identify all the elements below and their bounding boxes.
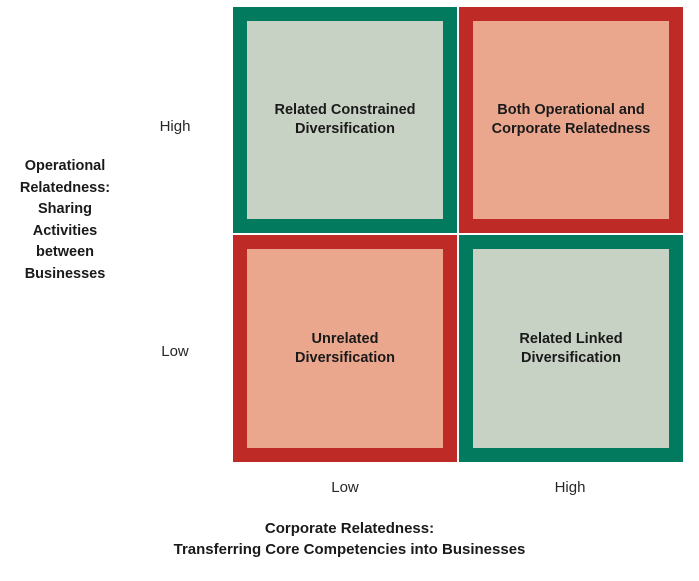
quadrant-label-line-1: Related Linked bbox=[519, 330, 623, 347]
y-axis-tick-high: High bbox=[159, 118, 191, 135]
quadrant-label-line-2: Corporate Relatedness bbox=[491, 121, 651, 137]
quadrant-label: Related Constrained Diversification bbox=[267, 101, 424, 139]
y-axis-title-line-3: Sharing bbox=[38, 201, 92, 217]
quadrant-label-line-2: Diversification bbox=[295, 349, 395, 366]
y-axis-title-line-5: between bbox=[35, 244, 94, 260]
quadrant-label-line-2: Diversification bbox=[295, 121, 395, 137]
quadrant-both-operational-and-corporate-relatedness[interactable]: Both Operational and Corporate Relatedne… bbox=[459, 7, 683, 233]
quadrant-related-constrained-diversification[interactable]: Related Constrained Diversification bbox=[233, 7, 457, 233]
quadrant-label-line-1: Both Operational and bbox=[497, 102, 645, 118]
x-axis-title: Corporate Relatedness: Transferring Core… bbox=[0, 518, 699, 560]
quadrant-label-line-1: Related Constrained bbox=[274, 102, 416, 118]
x-axis-title-line-1: Corporate Relatedness: bbox=[264, 520, 435, 537]
matrix-grid: Related Constrained Diversification Both… bbox=[233, 7, 683, 462]
y-axis-title-line-1: Operational bbox=[24, 158, 106, 174]
x-axis-tick-low: Low bbox=[331, 479, 359, 496]
y-axis-title: Operational Relatedness: Sharing Activit… bbox=[0, 156, 130, 285]
quadrant-label: Both Operational and Corporate Relatedne… bbox=[484, 101, 659, 139]
quadrant-label: Related Linked Diversification bbox=[511, 330, 630, 368]
y-axis-tick-low: Low bbox=[161, 343, 189, 360]
quadrant-label-line-2: Diversification bbox=[521, 349, 621, 366]
quadrant-label: Unrelated Diversification bbox=[287, 330, 403, 368]
y-axis-title-line-2: Relatedness: bbox=[19, 179, 111, 196]
quadrant-label-line-1: Unrelated bbox=[311, 330, 379, 347]
x-axis-tick-high: High bbox=[554, 479, 586, 496]
x-axis-title-line-2: Transferring Core Competencies into Busi… bbox=[173, 541, 526, 558]
quadrant-related-linked-diversification[interactable]: Related Linked Diversification bbox=[459, 235, 683, 462]
y-axis-title-line-4: Activities bbox=[32, 222, 98, 239]
quadrant-unrelated-diversification[interactable]: Unrelated Diversification bbox=[233, 235, 457, 462]
y-axis-title-line-6: Businesses bbox=[24, 265, 106, 282]
